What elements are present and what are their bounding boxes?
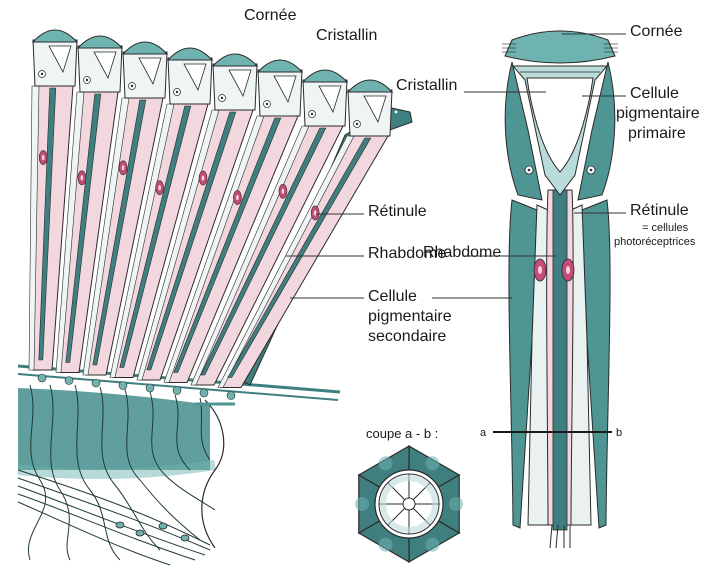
label-section-b: b — [616, 427, 622, 439]
label-cornea-right: Cornée — [630, 23, 683, 40]
label-secondary-pigment-l2: pigmentaire — [368, 308, 452, 325]
label-secondary-pigment-l1: Cellule — [368, 288, 417, 305]
sensory-cells — [116, 522, 189, 541]
single-ommatidium — [493, 31, 618, 548]
label-cornea-left: Cornée — [244, 7, 297, 24]
label-crystalline-left: Cristallin — [316, 27, 377, 44]
label-retinula-note-l1: = cellules — [642, 222, 689, 234]
label-primary-pigment-l1: Cellule — [630, 85, 679, 102]
label-rhabdom-right: Rhabdome — [423, 244, 501, 261]
label-section-a: a — [480, 427, 487, 439]
label-secondary-pigment-l3: secondaire — [368, 328, 446, 345]
cross-section-rhabdom — [403, 498, 415, 510]
label-retinula-note-l2: photoréceptrices — [614, 236, 696, 248]
label-primary-pigment-l2: pigmentaire — [616, 105, 700, 122]
label-section-title: coupe a - b : — [366, 426, 438, 441]
cross-section: coupe a - b : — [355, 426, 463, 562]
label-retinula-right: Rétinule — [630, 202, 689, 219]
ommatidia — [29, 30, 392, 400]
label-primary-pigment-l3: primaire — [628, 125, 686, 142]
label-retinula-left: Rétinule — [368, 203, 427, 220]
label-crystalline-right: Cristallin — [396, 77, 457, 94]
